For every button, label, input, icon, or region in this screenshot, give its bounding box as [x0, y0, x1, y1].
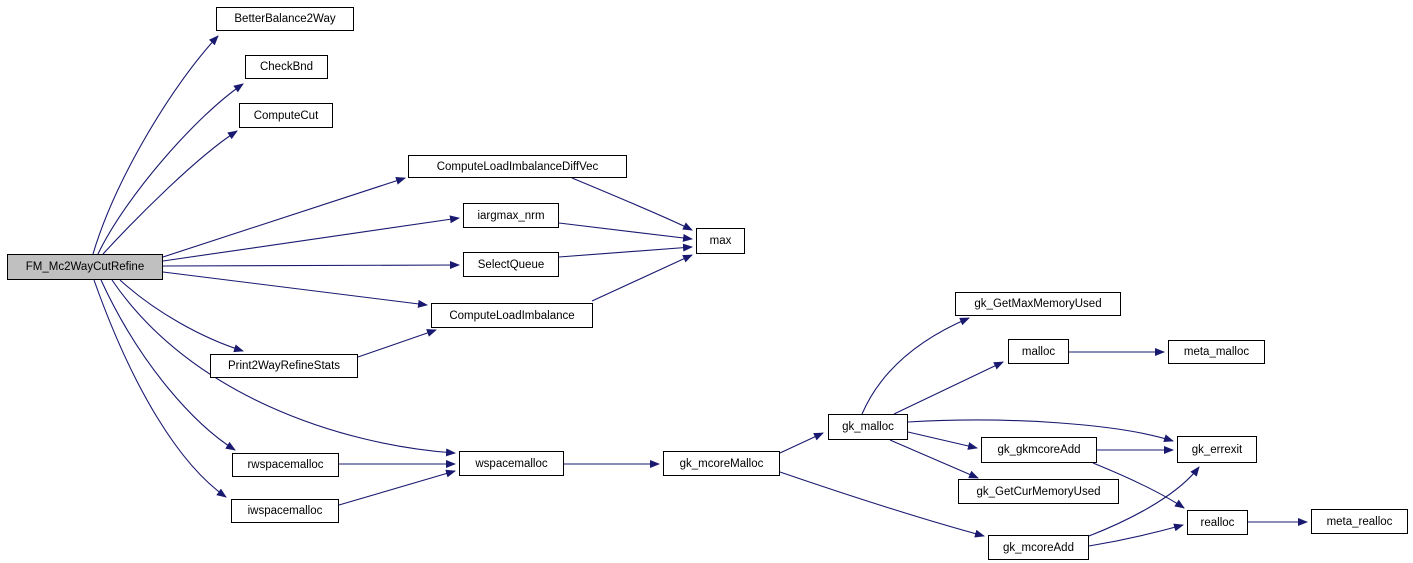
node-malloc[interactable]: malloc [1008, 339, 1069, 364]
edge-gk_gkmcoreadd-to-realloc [1092, 462, 1185, 509]
node-label: iargmax_nrm [477, 209, 545, 222]
node-label: gk_mcoreAdd [1003, 541, 1074, 554]
edge-fm-to-betterbalance2way [92, 35, 219, 255]
node-label: SelectQueue [477, 258, 545, 271]
edge-gk_malloc-to-gk_getmaxmemoryused [861, 317, 970, 415]
edge-fm-to-selectqueue [162, 261, 460, 270]
edge-gk_malloc-to-gk_errexit [907, 419, 1174, 443]
node-gk_errexit[interactable]: gk_errexit [1177, 436, 1257, 463]
node-fm: FM_Mc2WayCutRefine [7, 254, 163, 280]
edge-iargmax_nrm-to-max [558, 222, 693, 242]
node-rwspacemalloc[interactable]: rwspacemalloc [232, 453, 339, 477]
node-label: gk_GetMaxMemoryUsed [974, 298, 1102, 310]
node-gk_getcurmemoryused[interactable]: gk_GetCurMemoryUsed [958, 479, 1119, 504]
node-label: gk_mcoreMalloc [679, 457, 764, 470]
node-label: FM_Mc2WayCutRefine [25, 261, 145, 273]
node-iargmax_nrm[interactable]: iargmax_nrm [463, 203, 559, 228]
node-label: BetterBalance2Way [234, 13, 336, 25]
node-betterbalance2way[interactable]: BetterBalance2Way [216, 7, 354, 31]
node-cli[interactable]: ComputeLoadImbalance [431, 303, 593, 328]
node-gk_mcoremalloc[interactable]: gk_mcoreMalloc [663, 451, 780, 476]
edge-gk_mcoremalloc-to-gk_mcoreadd [779, 471, 985, 538]
edge-clidiffvec-to-max [571, 177, 693, 231]
edge-fm-to-iargmax_nrm [162, 215, 460, 262]
node-meta_realloc[interactable]: meta_realloc [1311, 509, 1408, 534]
node-label: ComputeLoadImbalanceDiffVec [436, 160, 599, 173]
edge-gk_mcoreadd-to-gk_errexit [1088, 466, 1200, 537]
node-label: meta_malloc [1183, 346, 1250, 358]
node-checkbnd[interactable]: CheckBnd [245, 55, 328, 79]
node-gk_malloc[interactable]: gk_malloc [828, 414, 908, 440]
node-label: gk_gkmcoreAdd [997, 444, 1081, 456]
edge-gk_malloc-to-gk_gkmcoreadd [907, 431, 978, 450]
edge-fm-to-computecut [102, 130, 238, 255]
node-gk_mcoreadd[interactable]: gk_mcoreAdd [988, 535, 1089, 560]
node-gk_gkmcoreadd[interactable]: gk_gkmcoreAdd [981, 437, 1097, 463]
edge-fm-to-wspacemalloc [111, 279, 456, 457]
node-computecut[interactable]: ComputeCut [239, 103, 333, 128]
edge-fm-to-checkbnd [97, 83, 244, 255]
edge-gk_malloc-to-malloc [893, 361, 1004, 415]
node-label: rwspacemalloc [247, 459, 324, 471]
edge-group [92, 35, 1308, 547]
node-label: gk_GetCurMemoryUsed [976, 485, 1101, 498]
node-selectqueue[interactable]: SelectQueue [463, 252, 559, 277]
edge-cli-to-max [591, 254, 693, 302]
edge-fm-to-cli [162, 271, 428, 308]
node-label: CheckBnd [259, 61, 314, 73]
edge-gk_mcoreadd-to-realloc [1088, 523, 1184, 547]
node-label: gk_errexit [1191, 443, 1243, 456]
edge-fm-to-rwspacemalloc [100, 279, 236, 451]
node-wspacemalloc[interactable]: wspacemalloc [459, 451, 564, 476]
node-label: wspacemalloc [475, 457, 548, 470]
node-label: ComputeCut [253, 109, 319, 122]
edge-fm-to-print2way [119, 279, 244, 353]
edge-print2way-to-cli [357, 329, 437, 358]
node-label: gk_malloc [842, 421, 894, 433]
node-gk_getmaxmemoryused[interactable]: gk_GetMaxMemoryUsed [955, 292, 1121, 316]
node-realloc[interactable]: realloc [1187, 510, 1248, 535]
node-label: ComputeLoadImbalance [449, 309, 575, 322]
node-label: Print2WayRefineStats [227, 360, 341, 372]
node-label: realloc [1200, 516, 1235, 529]
node-max[interactable]: max [696, 228, 745, 254]
node-label: iwspacemalloc [247, 505, 323, 517]
node-iwspacemalloc[interactable]: iwspacemalloc [231, 499, 339, 523]
edge-fm-to-iwspacemalloc [93, 279, 227, 498]
edge-selectqueue-to-max [558, 243, 693, 258]
node-label: meta_realloc [1326, 515, 1393, 528]
node-label: max [709, 235, 732, 247]
edge-fm-to-clidiffvec [162, 176, 406, 258]
node-clidiffvec[interactable]: ComputeLoadImbalanceDiffVec [408, 155, 627, 178]
edge-iwspacemalloc-to-wspacemalloc [338, 469, 456, 506]
edge-gk_malloc-to-gk_getcurmemoryused [889, 439, 979, 479]
node-label: malloc [1021, 345, 1056, 358]
node-meta_malloc[interactable]: meta_malloc [1168, 340, 1265, 364]
node-print2way[interactable]: Print2WayRefineStats [210, 354, 358, 378]
edge-gk_mcoremalloc-to-gk_malloc [779, 432, 824, 454]
